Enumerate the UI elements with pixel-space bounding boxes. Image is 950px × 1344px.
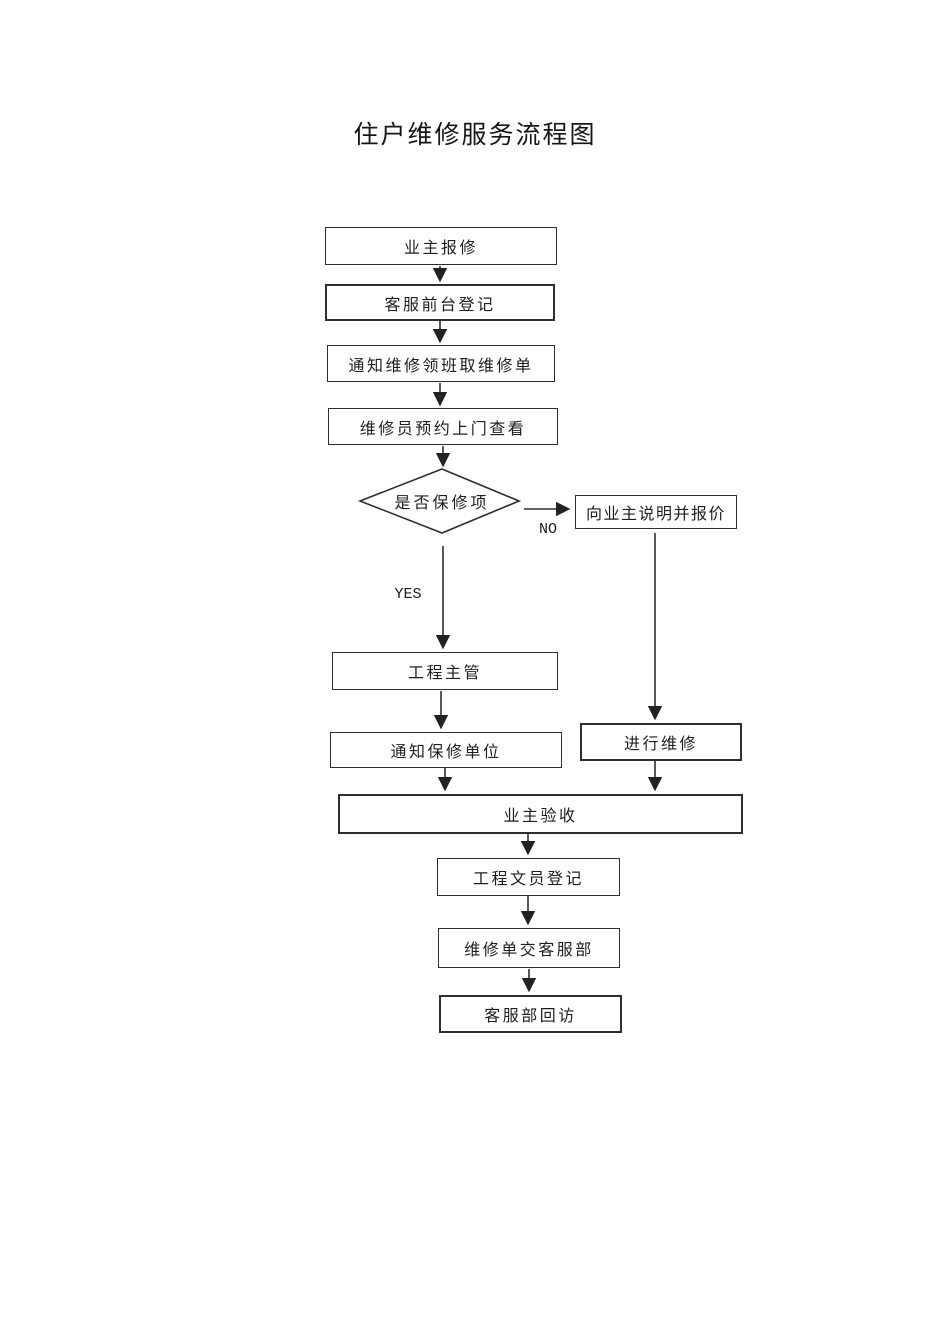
flow-node-report: 业主报修 xyxy=(325,227,557,265)
edge-label-yes: YES xyxy=(394,586,422,603)
decision-diamond-shape xyxy=(357,468,522,534)
flow-node-frontdesk: 客服前台登记 xyxy=(325,284,555,321)
flow-node-notify-warranty: 通知保修单位 xyxy=(330,732,562,768)
flow-node-notify-foreman: 通知维修领班取维修单 xyxy=(327,345,555,382)
flow-node-quote: 向业主说明并报价 xyxy=(575,495,737,529)
edge-label-no: NO xyxy=(538,521,557,538)
flow-node-clerk-register: 工程文员登记 xyxy=(437,858,620,896)
flow-node-supervisor: 工程主管 xyxy=(332,652,558,690)
flow-node-order-to-cs: 维修单交客服部 xyxy=(438,928,620,968)
flow-node-cs-followup: 客服部回访 xyxy=(439,995,622,1033)
page-title: 住户维修服务流程图 xyxy=(353,122,597,149)
flow-node-decision: 是否保修项 xyxy=(394,494,490,512)
flow-node-do-repair: 进行维修 xyxy=(580,723,742,761)
flow-node-visit: 维修员预约上门查看 xyxy=(328,408,558,445)
flow-node-acceptance: 业主验收 xyxy=(338,794,743,834)
